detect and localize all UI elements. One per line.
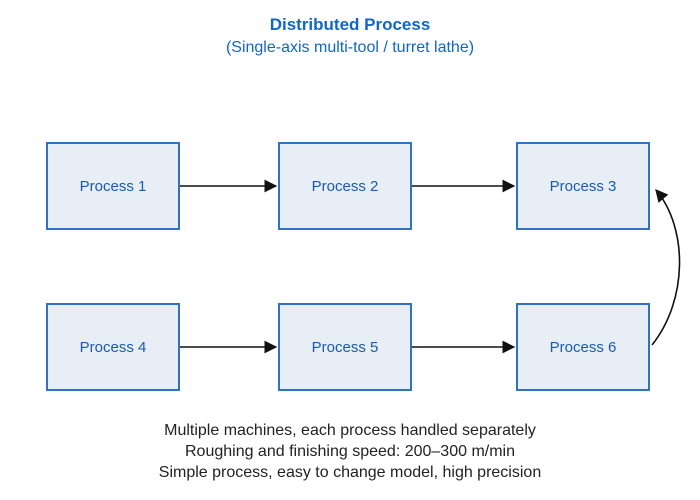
process-6-box: Process 6 xyxy=(516,303,650,391)
note-line-1: Multiple machines, each process handled … xyxy=(164,422,536,439)
process-1-box: Process 1 xyxy=(46,142,180,230)
process-5-box: Process 5 xyxy=(278,303,412,391)
note-line-3: Simple process, easy to change model, hi… xyxy=(158,464,542,481)
diagram-subtitle: (Single-axis multi-tool / turret lathe) xyxy=(225,39,475,56)
process-6-label: Process 6 xyxy=(549,338,617,356)
arrow-process-6-to-3 xyxy=(651,189,681,346)
process-1-label: Process 1 xyxy=(79,177,147,195)
notes-block: Multiple machines, each process handled … xyxy=(0,420,700,483)
process-4-label: Process 4 xyxy=(79,338,147,356)
process-2-label: Process 2 xyxy=(311,177,379,195)
diagram-title: Distributed Process xyxy=(269,15,431,34)
process-3-box: Process 3 xyxy=(516,142,650,230)
process-4-box: Process 4 xyxy=(46,303,180,391)
note-line-2: Roughing and finishing speed: 200–300 m/… xyxy=(184,443,515,460)
process-3-label: Process 3 xyxy=(549,177,617,195)
process-2-box: Process 2 xyxy=(278,142,412,230)
process-5-label: Process 5 xyxy=(311,338,379,356)
